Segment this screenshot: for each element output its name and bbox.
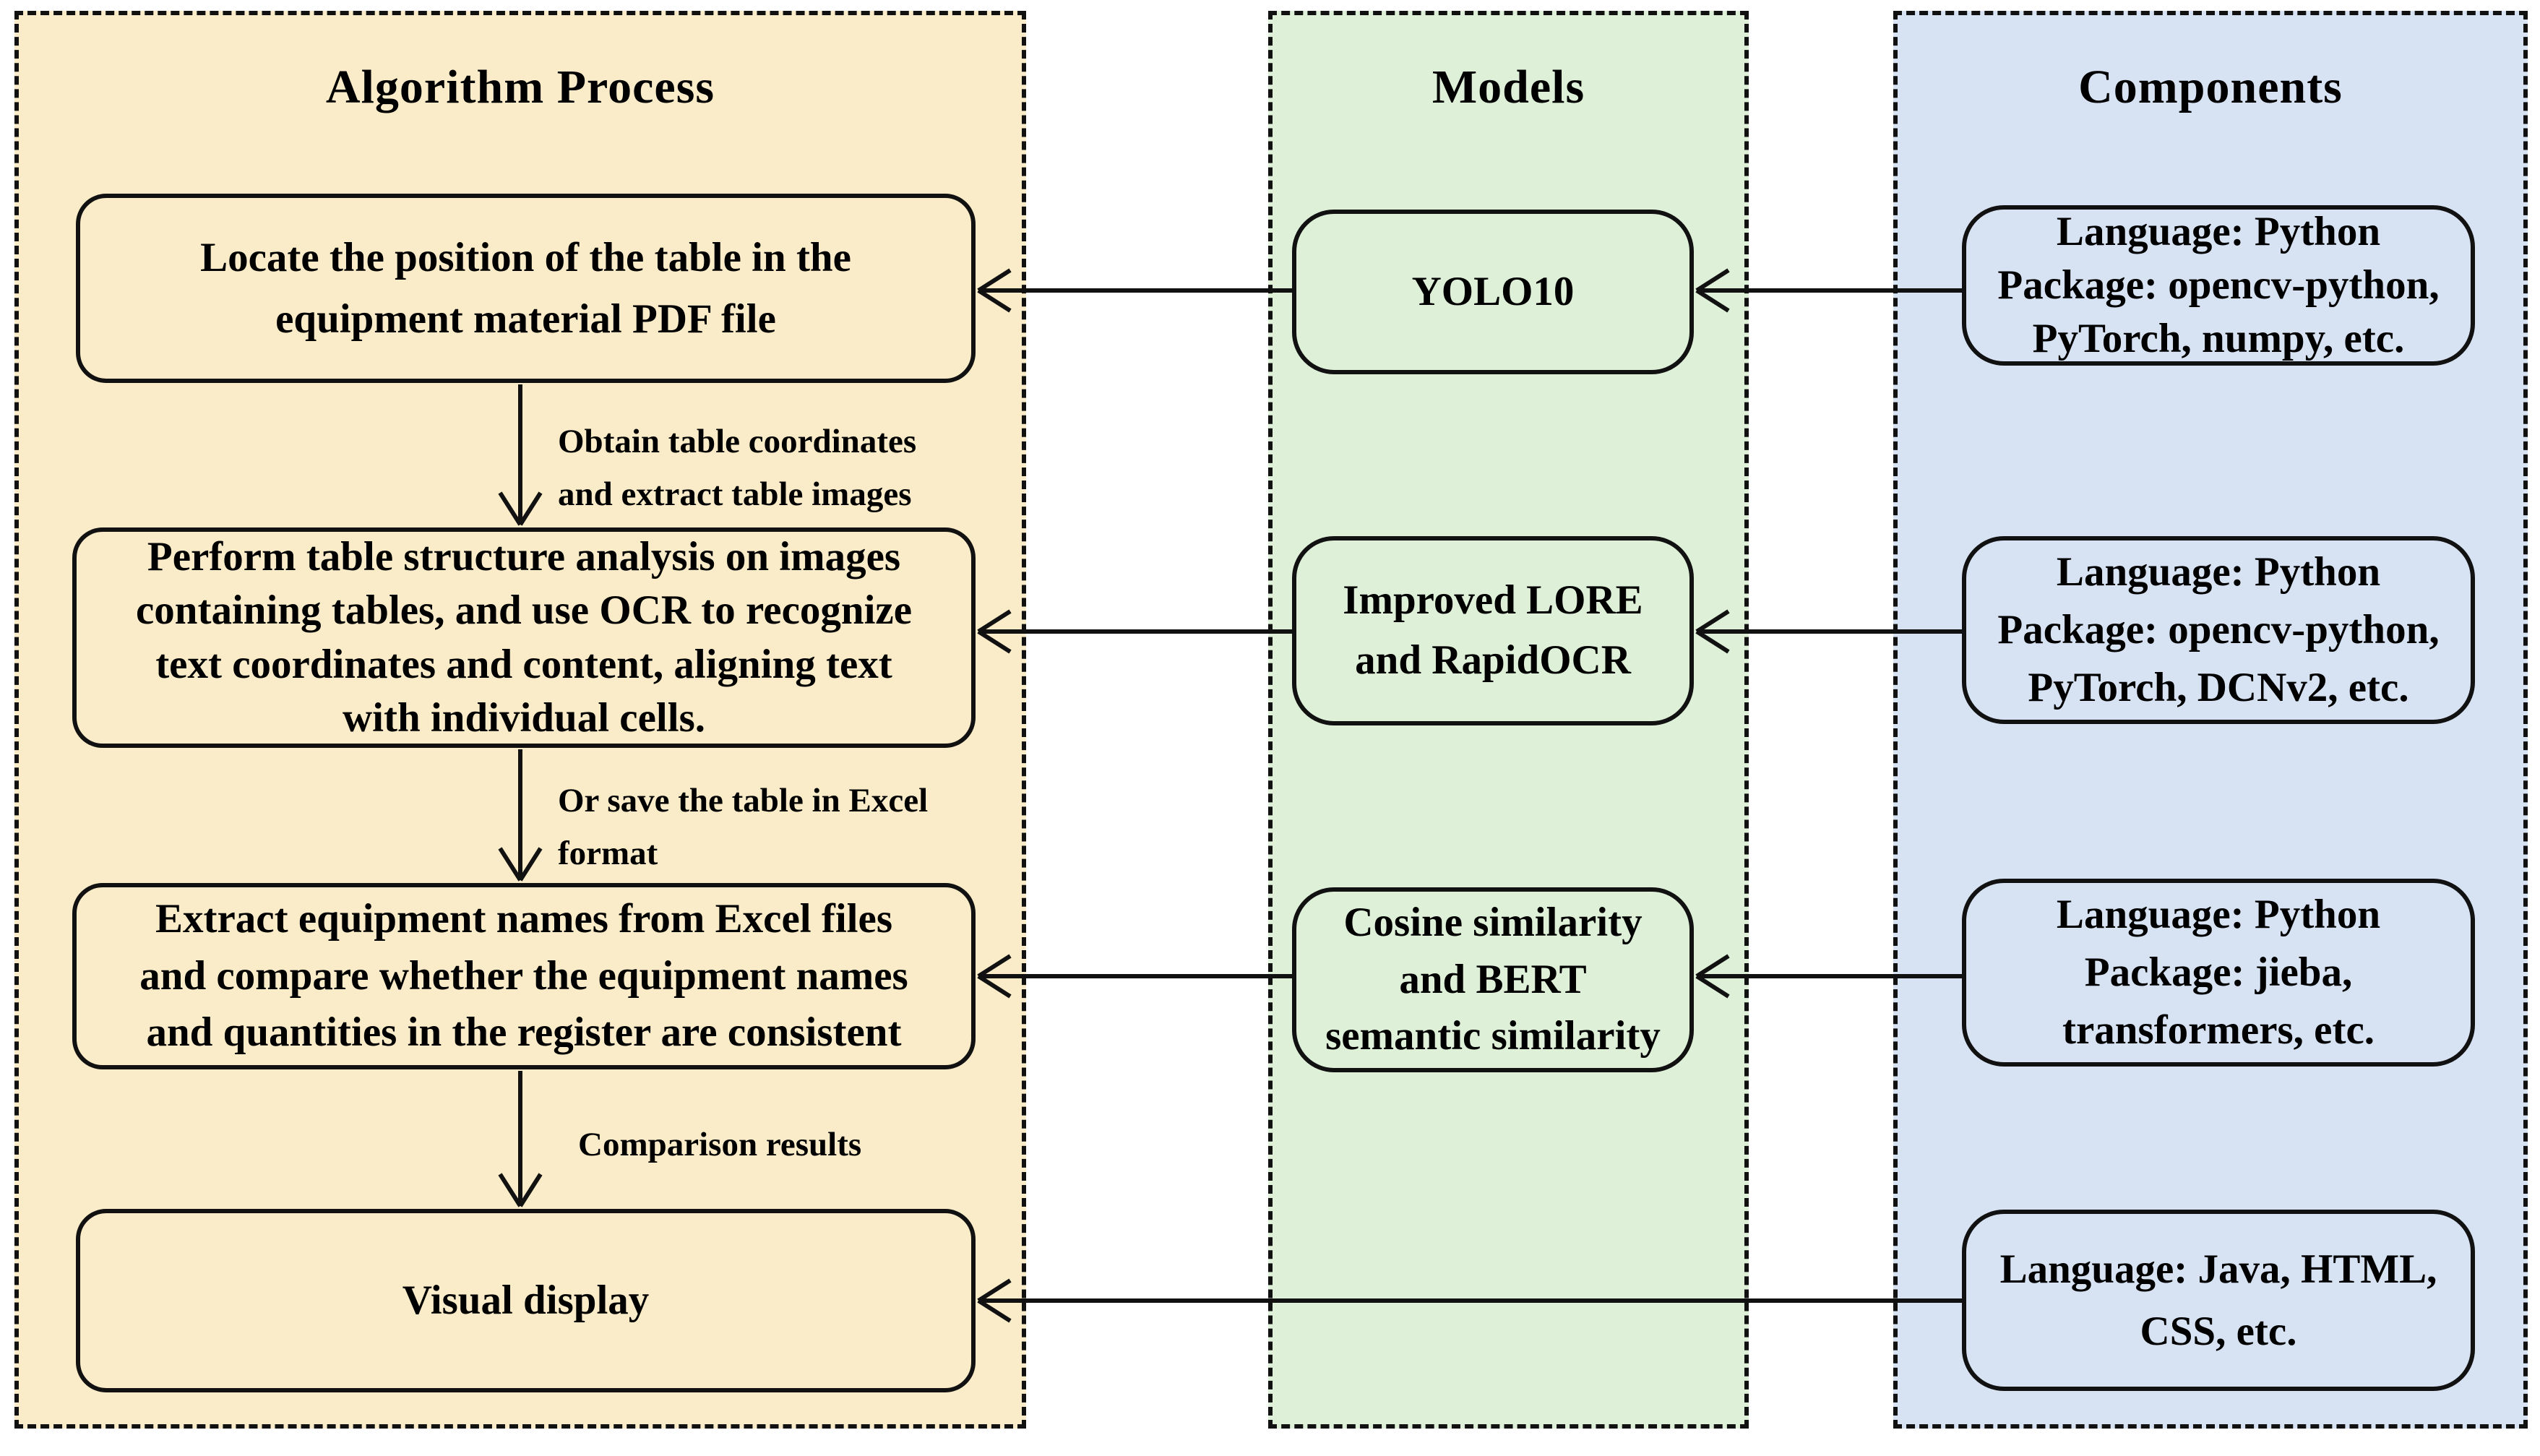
text-line: YOLO10: [1411, 268, 1575, 314]
panel-title-algorithm: Algorithm Process: [325, 61, 715, 113]
text-line: CSS, etc.: [2140, 1308, 2297, 1354]
text-line: with individual cells.: [342, 694, 706, 741]
text-line: Improved LORE: [1343, 577, 1643, 624]
text-line: Perform table structure analysis on imag…: [147, 534, 901, 580]
text-line: and RapidOCR: [1355, 637, 1631, 683]
text-line: Visual display: [402, 1277, 650, 1323]
process-box-locate-table: Locate the position of the table in the …: [76, 194, 976, 383]
text-line: containing tables, and use OCR to recogn…: [135, 587, 913, 634]
edge-label-obtain-coordinates: Obtain table coordinates and extract tab…: [558, 415, 916, 521]
edge-label-save-excel: Or save the table in Excel format: [558, 775, 928, 880]
text-line: and extract table images: [558, 475, 912, 513]
text-line: Package: jieba,: [2084, 949, 2353, 996]
model-box-cosine-bert: Cosine similarity and BERT semantic simi…: [1292, 887, 1694, 1072]
text-line: Obtain table coordinates: [558, 423, 917, 460]
text-line: Language: Python: [2056, 892, 2381, 938]
edge-label-comparison-results: Comparison results: [578, 1119, 861, 1171]
text-line: PyTorch, DCNv2, etc.: [2028, 664, 2409, 710]
text-line: format: [558, 834, 658, 872]
text-line: Comparison results: [578, 1126, 862, 1163]
component-box-python-jieba: Language: Python Package: jieba, transfo…: [1962, 879, 2475, 1067]
model-box-yolo10: YOLO10: [1292, 210, 1694, 374]
text-line: text coordinates and content, aligning t…: [155, 641, 892, 687]
text-line: Or save the table in Excel: [558, 782, 929, 819]
text-line: Language: Python: [2056, 549, 2381, 595]
text-line: and quantities in the register are consi…: [146, 1009, 902, 1056]
component-box-java-html-css: Language: Java, HTML, CSS, etc.: [1962, 1210, 2475, 1391]
text-line: and compare whether the equipment names: [139, 952, 908, 999]
text-line: and BERT: [1399, 956, 1587, 1002]
text-line: equipment material PDF file: [275, 296, 776, 342]
panel-title-models: Models: [1432, 61, 1585, 113]
text-line: transformers, etc.: [2062, 1007, 2375, 1053]
text-line: Language: Java, HTML,: [1999, 1246, 2437, 1292]
component-box-python-numpy: Language: Python Package: opencv-python,…: [1962, 205, 2475, 366]
process-box-extract-compare: Extract equipment names from Excel files…: [72, 883, 976, 1069]
text-line: PyTorch, numpy, etc.: [2032, 316, 2405, 362]
text-line: Package: opencv-python,: [1997, 607, 2440, 653]
panel-title-components: Components: [2078, 61, 2343, 113]
text-line: Locate the position of the table in the: [200, 234, 851, 280]
text-line: Package: opencv-python,: [1997, 262, 2440, 308]
text-line: Extract equipment names from Excel files: [155, 896, 893, 942]
text-line: semantic similarity: [1325, 1013, 1661, 1059]
text-line: Language: Python: [2056, 208, 2381, 254]
process-box-table-structure-ocr: Perform table structure analysis on imag…: [72, 527, 976, 748]
text-line: Cosine similarity: [1343, 900, 1643, 946]
component-box-python-dcnv2: Language: Python Package: opencv-python,…: [1962, 536, 2475, 724]
process-box-visual-display: Visual display: [76, 1209, 976, 1392]
model-box-lore-rapidocr: Improved LORE and RapidOCR: [1292, 536, 1694, 725]
